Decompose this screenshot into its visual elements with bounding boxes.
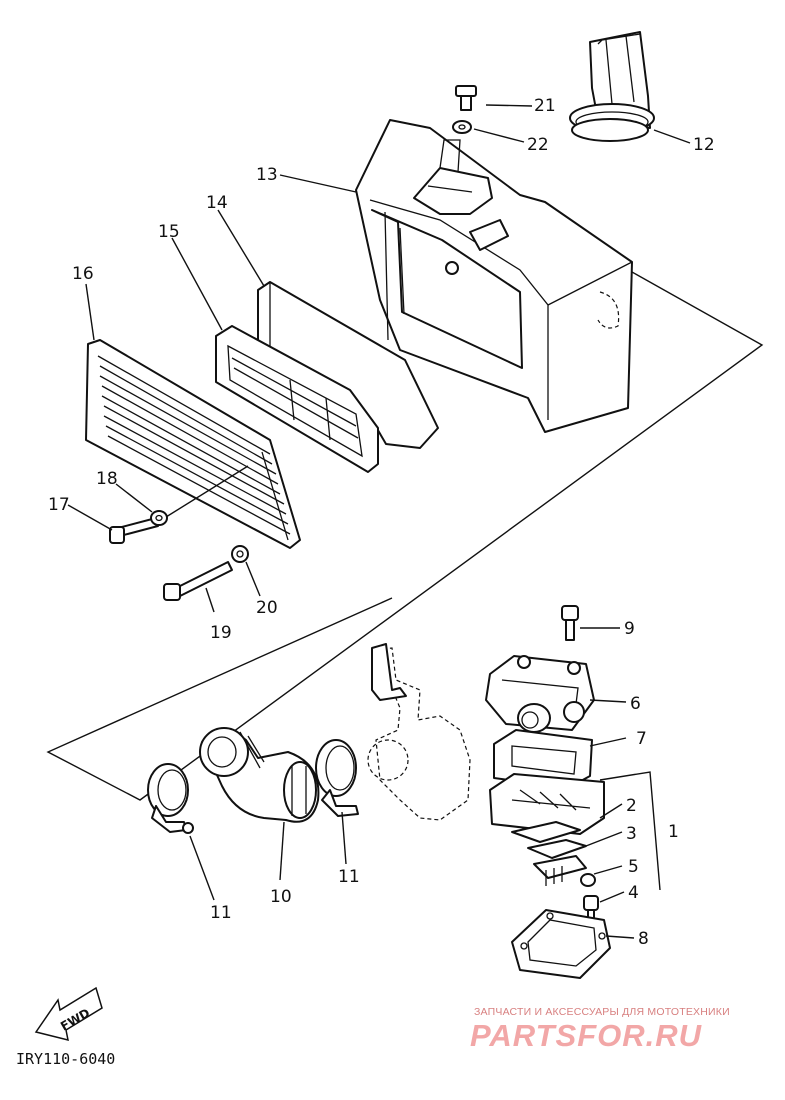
callout-22: 22: [527, 135, 549, 155]
fwd-arrow-icon: FWD: [34, 986, 103, 1042]
callout-15: 15: [158, 222, 180, 242]
part-22-washer: [452, 120, 472, 134]
section-divider-line: [46, 271, 764, 801]
part-13-shroud-housing: [355, 119, 633, 433]
part-5-stopper: [533, 855, 596, 887]
callout-16: 16: [72, 264, 94, 284]
callout-11-right: 11: [338, 867, 360, 887]
drawing-code: IRY110-6040: [16, 1050, 116, 1068]
part-11-hose-clamp-right: [315, 739, 359, 817]
callout-3: 3: [626, 824, 637, 844]
callout-13: 13: [256, 165, 278, 185]
part-12-intake-boot: [569, 31, 655, 142]
part-20-washer: [231, 545, 249, 563]
callout-4: 4: [628, 883, 639, 903]
callout-5: 5: [628, 857, 639, 877]
watermark-tagline: ЗАПЧАСТИ И АКСЕССУАРЫ ДЛЯ МОТОТЕХНИКИ: [474, 1006, 730, 1018]
part-18-washer: [150, 510, 168, 526]
callout-12: 12: [693, 135, 715, 155]
callout-2: 2: [626, 796, 637, 816]
part-6-valve-cover: [485, 655, 595, 733]
part-10-intake-joint: [199, 727, 320, 823]
callout-21: 21: [534, 96, 556, 116]
part-15-filter-frame: [215, 325, 379, 473]
part-8-gasket: [511, 909, 611, 979]
callout-20: 20: [256, 598, 278, 618]
callout-18: 18: [96, 469, 118, 489]
leader-lines: [67, 104, 691, 939]
callout-11-left: 11: [210, 903, 232, 923]
engine-case-outline: [367, 643, 471, 821]
callout-6: 6: [630, 694, 641, 714]
callout-8: 8: [638, 929, 649, 949]
part-2-reed-valve-body: [489, 773, 605, 835]
callout-labels: 21 22 12 13 14 15 16 18 17 20 19 9 6 7 2…: [48, 96, 715, 949]
watermark-brand: PARTSFOR.RU: [470, 1018, 703, 1053]
callout-14: 14: [206, 193, 228, 213]
part-9-bolt: [561, 605, 579, 641]
part-21-bolt: [455, 85, 477, 111]
part-16-radiator-grille: [85, 339, 301, 549]
part-11-hose-clamp-left: [147, 763, 194, 834]
callout-10: 10: [270, 887, 292, 907]
part-19-long-bolt: [163, 561, 233, 601]
callout-1: 1: [668, 822, 679, 842]
callout-7: 7: [636, 729, 647, 749]
callout-9: 9: [624, 619, 635, 639]
callout-17: 17: [48, 495, 70, 515]
part-3-reed-petals: [511, 821, 587, 859]
callout-19: 19: [210, 623, 232, 643]
part-17-bolt: [109, 465, 249, 544]
